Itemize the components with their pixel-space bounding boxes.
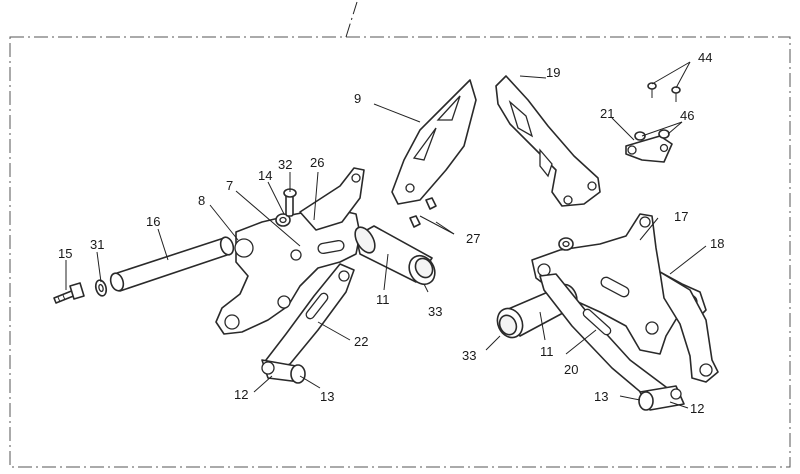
callout-31: 31 — [90, 237, 104, 252]
callout-13-right: 13 — [594, 389, 608, 404]
callout-11-left: 11 — [376, 292, 390, 307]
callout-21: 21 — [600, 106, 614, 121]
callout-27: 27 — [466, 231, 480, 246]
callout-33-right: 33 — [462, 348, 476, 363]
right-lever-pad-13 — [638, 391, 654, 411]
callout-20: 20 — [564, 362, 578, 377]
bracket-21 — [625, 135, 673, 163]
callout-19: 19 — [546, 65, 560, 80]
right-arm-18 — [659, 271, 719, 383]
callout-14: 14 — [258, 168, 272, 183]
bolt-15 — [53, 282, 85, 304]
left-footpeg-cap-33 — [408, 254, 436, 286]
callout-33-left: 33 — [428, 304, 442, 319]
washer-31 — [94, 279, 108, 297]
callout-15: 15 — [58, 246, 72, 261]
callout-16: 16 — [146, 214, 160, 229]
callout-labels: 7 8 9 11 11 12 12 13 13 14 15 16 17 18 1… — [58, 50, 724, 416]
callout-22: 22 — [354, 334, 368, 349]
callout-12-right: 12 — [690, 401, 704, 416]
callout-32: 32 — [278, 157, 292, 172]
callout-7: 7 — [226, 178, 233, 193]
callout-17: 17 — [674, 209, 688, 224]
heel-guard-19 — [495, 75, 601, 207]
heel-guard-9 — [391, 79, 477, 205]
callout-44: 44 — [698, 50, 712, 65]
right-bracket-nut — [558, 237, 574, 251]
screws-27 — [409, 197, 437, 228]
callout-9: 9 — [354, 91, 361, 106]
callout-18: 18 — [710, 236, 724, 251]
left-lever-link-22 — [265, 263, 355, 373]
callout-12-left: 12 — [234, 387, 248, 402]
nuts-46 — [634, 129, 670, 141]
diagram-frame — [9, 36, 791, 468]
callout-13-left: 13 — [320, 389, 334, 404]
screws-44 — [647, 82, 681, 102]
frame-pointer-line — [345, 1, 358, 38]
callout-26: 26 — [310, 155, 324, 170]
bracket-plate-26 — [299, 167, 365, 231]
bolt-32 — [283, 188, 297, 217]
callout-8: 8 — [198, 193, 205, 208]
callout-46: 46 — [680, 108, 694, 123]
left-lever-pad-13 — [290, 364, 306, 384]
left-main-bracket — [215, 207, 361, 335]
leader-lines — [65, 61, 707, 409]
pivot-shaft-16 — [109, 236, 235, 292]
nut-14 — [275, 213, 291, 227]
callout-11-right: 11 — [540, 344, 554, 359]
right-footpeg-cap-33 — [496, 307, 524, 339]
